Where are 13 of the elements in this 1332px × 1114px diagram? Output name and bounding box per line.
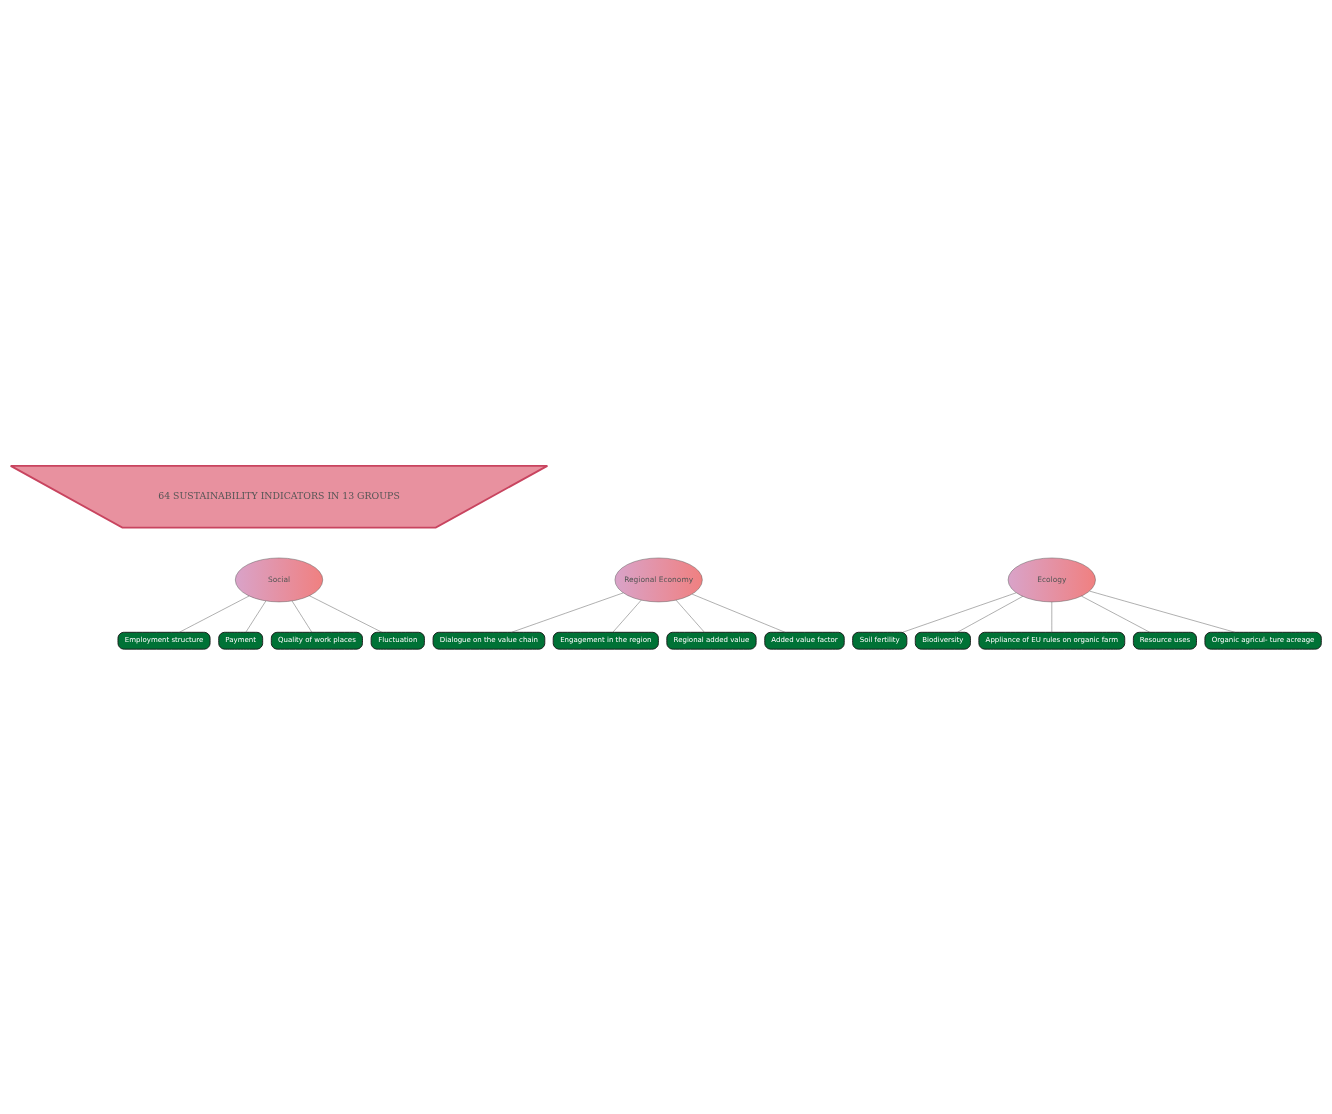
connector [179, 595, 250, 632]
connector [957, 595, 1023, 633]
connector [291, 600, 313, 632]
connector [902, 592, 1017, 633]
connector [691, 593, 786, 632]
connector [1081, 595, 1151, 632]
connector [675, 599, 705, 632]
connector [511, 592, 624, 632]
connector [1051, 601, 1053, 632]
connector [1089, 590, 1236, 632]
connector [245, 600, 267, 632]
connector [612, 599, 642, 632]
connector [309, 595, 383, 633]
